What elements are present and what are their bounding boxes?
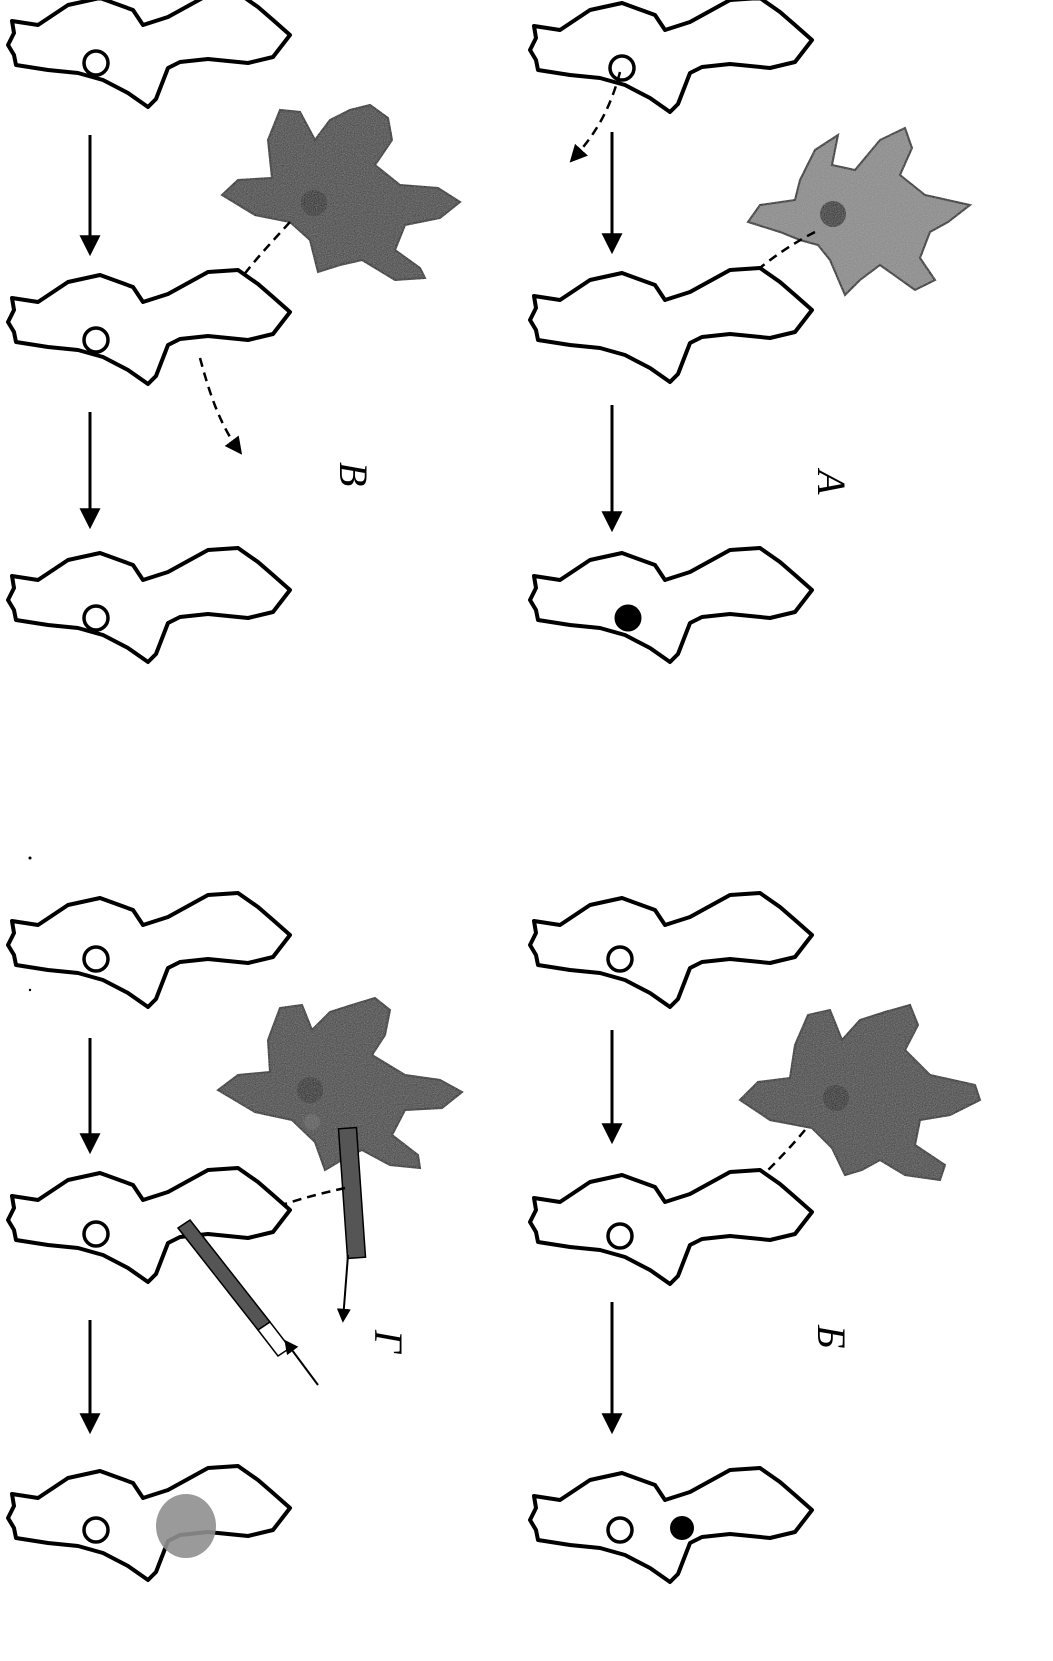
dashed-arrow-nucleus-out [198, 357, 243, 455]
nucleus-open [82, 945, 110, 973]
cell-g-2 [6, 1166, 292, 1284]
pipette-lower [176, 1218, 319, 1386]
nucleus-open [606, 1222, 634, 1250]
nucleus-filled [670, 1516, 694, 1540]
cell-g-1 [6, 891, 292, 1009]
amoeba-a [746, 126, 973, 297]
panel-label-a: А [809, 467, 854, 495]
amoeba-nucleus [297, 1077, 323, 1103]
nucleus-open [82, 326, 110, 354]
panel-v: В [6, 0, 462, 664]
panel-g: Г [6, 891, 464, 1582]
cell-b-1 [528, 891, 814, 1009]
panel-b: Б [528, 891, 982, 1584]
nucleus-open [82, 49, 110, 77]
cell-b-2 [528, 1168, 814, 1286]
speck [28, 856, 32, 860]
nucleus-diffuse [156, 1494, 216, 1558]
nucleus-open [608, 54, 636, 82]
nucleus-filled [614, 604, 642, 632]
amoeba-b [738, 1003, 982, 1182]
nucleus-open [606, 945, 634, 973]
cell-a-3 [528, 546, 814, 664]
nucleus-open [606, 1516, 634, 1544]
cell-v-2 [6, 268, 292, 386]
cell-a-2 [528, 266, 814, 384]
nucleus-open [82, 1220, 110, 1248]
amoeba-nucleus [820, 201, 846, 227]
amoeba-vacuole [304, 1114, 320, 1130]
speck [28, 988, 32, 992]
amoeba-nucleus [301, 190, 327, 216]
nucleus-open [82, 604, 110, 632]
cell-b-3 [528, 1466, 814, 1584]
pipette-upper [336, 1126, 367, 1323]
amoeba-g [216, 996, 464, 1172]
panel-label-v: В [331, 462, 376, 486]
cell-a-1 [528, 0, 814, 114]
amoeba-nucleus [823, 1085, 849, 1111]
nucleus-open [82, 1516, 110, 1544]
cell-v-3 [6, 546, 292, 664]
amoeba-v [220, 103, 462, 282]
cell-v-1 [6, 0, 292, 109]
panel-label-b: Б [809, 1324, 854, 1349]
dashed-arrow-nucleus-out [569, 71, 622, 163]
cell-g-3 [6, 1464, 292, 1582]
panel-a: А [528, 0, 973, 664]
panel-label-g: Г [366, 1329, 411, 1355]
